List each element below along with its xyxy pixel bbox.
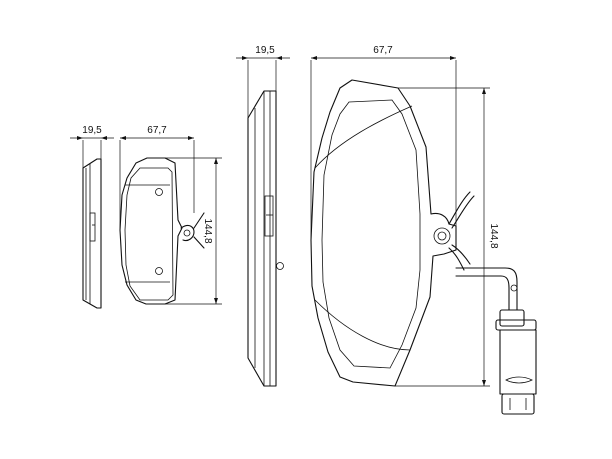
small-height-dimension [165,157,222,305]
small-width-label: 67,7 [147,125,167,136]
large-thickness-dimension [236,56,290,118]
large-height-dimension [395,87,490,387]
large-width-dimension [310,56,457,240]
small-side-profile [82,158,102,309]
large-height-label: 144,8 [488,223,499,248]
large-pad-front [310,79,537,415]
small-thickness-label: 19,5 [82,125,102,136]
small-width-dimension [119,136,195,230]
small-height-label: 144,8 [202,218,213,243]
large-width-label: 67,7 [373,45,393,56]
large-thickness-label: 19,5 [255,45,275,56]
small-thickness-dimension [70,136,114,168]
large-side-profile [247,90,284,387]
small-pad-front [119,157,205,305]
